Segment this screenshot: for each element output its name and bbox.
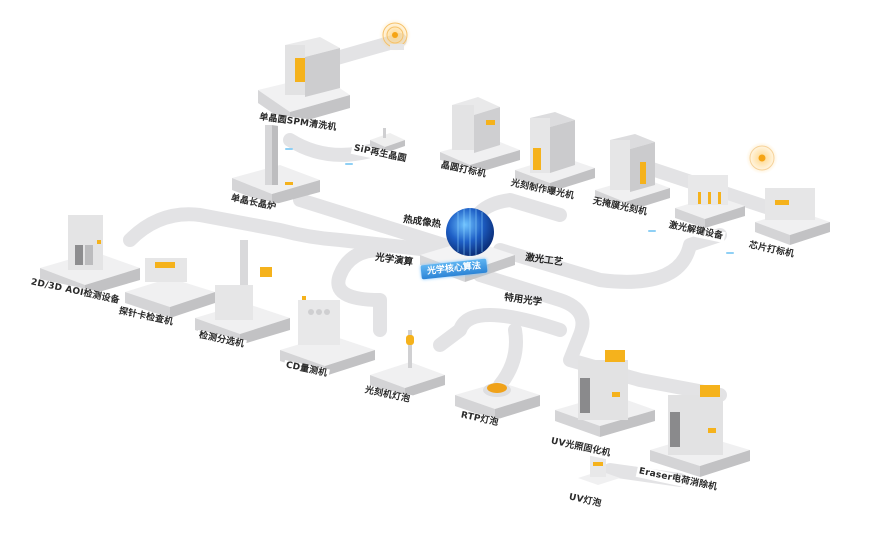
machine-spm-cleaner[interactable] — [258, 37, 350, 125]
machine-photomask-exposure[interactable] — [515, 112, 595, 192]
machine-eraser[interactable] — [650, 385, 750, 477]
globe-grid — [457, 208, 483, 256]
path-special — [473, 268, 727, 402]
machine-crystal-furnace[interactable] — [232, 125, 320, 205]
signal-beacon-icon — [379, 19, 411, 51]
machine-cd-metrology[interactable] — [280, 296, 375, 376]
flow-markers — [285, 148, 734, 254]
path-rtp-down — [493, 323, 523, 392]
machine-uv-lamp[interactable] — [578, 455, 620, 485]
path-optical-left — [123, 207, 437, 257]
path-rtp — [433, 308, 567, 352]
machine-rtp-lamp[interactable] — [455, 382, 540, 420]
machine-laser-debond[interactable] — [675, 175, 745, 228]
machine-test-handler[interactable] — [195, 240, 290, 345]
machine-aoi-inspection[interactable] — [40, 215, 140, 296]
path-laser — [493, 228, 727, 289]
machine-probe-card[interactable] — [125, 258, 215, 318]
machine-chip-marker[interactable] — [755, 188, 830, 245]
path-thermal — [293, 193, 467, 257]
machine-uv-curing[interactable] — [555, 350, 655, 437]
path-cd — [331, 243, 387, 337]
signal-beacon-right-icon — [746, 142, 778, 174]
